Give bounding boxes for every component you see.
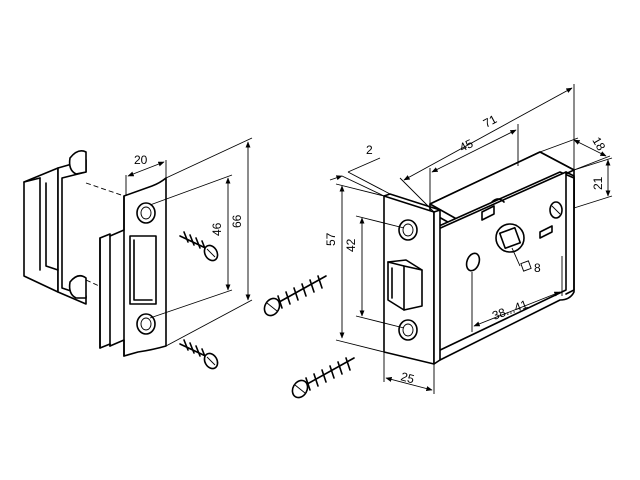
latch-faceplate: [383, 193, 441, 365]
dim-label-faceplate-thickness: 2: [366, 143, 373, 157]
latch-bolt: [387, 259, 423, 311]
strike-plate-hole-bottom: [136, 313, 156, 335]
dim-strike-plate-hole-spacing: 46: [149, 174, 233, 319]
dim-label-faceplate-width: 25: [399, 369, 416, 386]
strike-box: [23, 150, 87, 305]
square-symbol-icon: [520, 260, 532, 272]
dim-label-body-thickness: 18: [589, 135, 608, 154]
screw-upper-long: [263, 275, 327, 317]
dim-label-strike-plate-height: 66: [230, 214, 244, 228]
latch-body-hole: [465, 252, 481, 272]
faceplate-hole-top: [398, 219, 418, 241]
dim-label-body-length: 45: [457, 136, 475, 155]
dim-body-thickness: 18: [539, 135, 611, 171]
dim-label-strike-plate-hole-spacing: 46: [210, 222, 224, 236]
latch-body: [429, 151, 575, 361]
dim-label-strike-plate-width: 20: [134, 153, 148, 167]
dim-faceplate-height: 57: [324, 183, 385, 353]
dim-body-height: 21: [573, 157, 613, 209]
dim-spindle-square: 8: [511, 247, 541, 275]
dim-label-body-height: 21: [591, 176, 605, 190]
dim-label-spindle-square: 8: [534, 261, 541, 275]
strike-plate-hole-top: [136, 202, 156, 224]
dim-body-length: 45: [429, 124, 519, 204]
strike-plate: [99, 177, 167, 357]
screw-lower-long: [291, 357, 355, 399]
screw-upper-short: [179, 231, 219, 262]
dim-label-latch-length: 71: [481, 112, 500, 131]
dim-strike-plate-height: 66: [165, 137, 253, 347]
dim-faceplate-width: 25: [383, 352, 435, 394]
dim-label-faceplate-height: 57: [324, 232, 338, 246]
dim-label-faceplate-hole-spacing: 42: [344, 238, 358, 252]
dim-faceplate-hole-spacing: 42: [344, 215, 405, 329]
faceplate-hole-bottom: [398, 319, 418, 341]
dim-faceplate-thickness: 2: [329, 143, 391, 197]
dim-strike-plate-width: 20: [125, 153, 167, 196]
screw-lower-short: [179, 339, 219, 370]
